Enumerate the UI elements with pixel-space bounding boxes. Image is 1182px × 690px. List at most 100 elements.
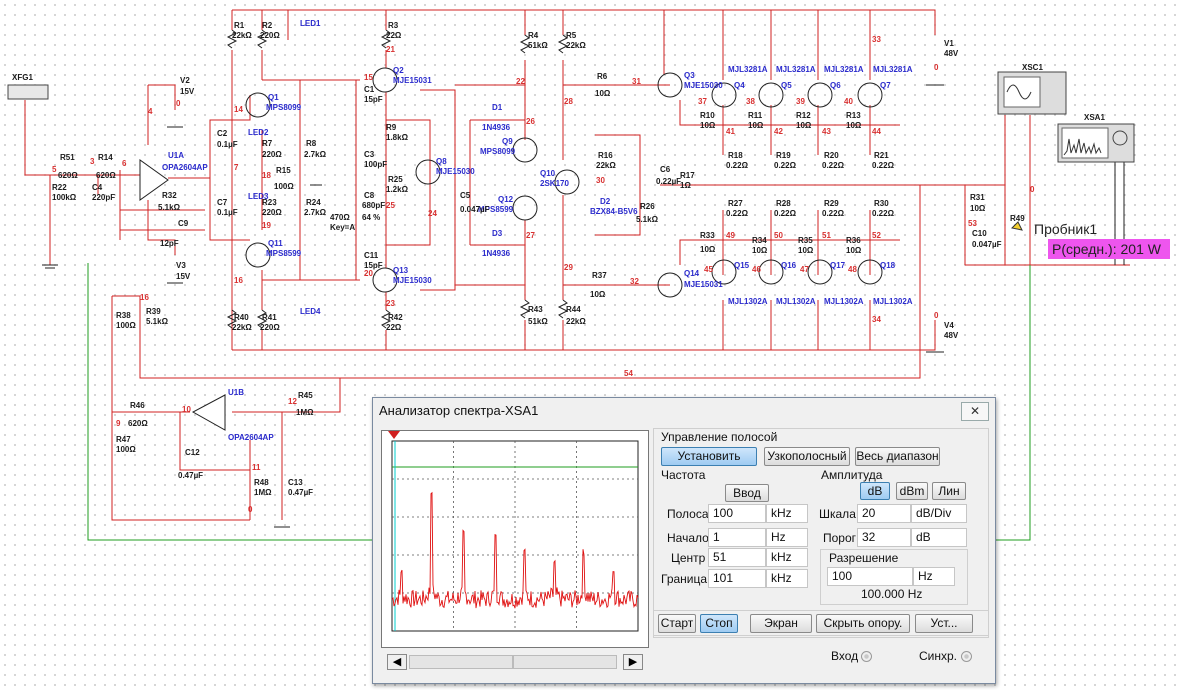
svg-text:R49: R49 [1010,214,1025,223]
scroll-track[interactable] [409,655,513,669]
threshold-label: Порог [823,531,857,545]
svg-text:10Ω: 10Ω [700,121,716,130]
svg-text:1.2kΩ: 1.2kΩ [386,185,409,194]
svg-text:5.1kΩ: 5.1kΩ [636,215,659,224]
freq-row-label: Граница [661,572,708,586]
svg-text:64 %: 64 % [362,213,380,222]
svg-text:10Ω: 10Ω [798,246,814,255]
center-freq-input[interactable]: 51 [708,548,766,567]
controls-panel [653,428,989,638]
scale-input[interactable]: 20 [857,504,911,523]
svg-text:XFG1: XFG1 [12,73,33,82]
svg-text:100kΩ: 100kΩ [52,193,77,202]
input-label: Вход [831,649,859,663]
probe-label: Пробник1 [1034,221,1098,237]
sync-terminal[interactable] [961,651,972,662]
db-button[interactable]: dB [860,482,890,500]
frequency-title: Частота [661,468,706,482]
hide-reference-button[interactable]: Скрыть опору. [816,614,910,633]
svg-text:0.47µF: 0.47µF [288,488,313,497]
svg-text:40: 40 [844,97,853,106]
svg-text:R12: R12 [796,111,811,120]
svg-text:C7: C7 [217,198,228,207]
svg-text:10Ω: 10Ω [595,89,611,98]
start-unit-select[interactable]: Hz [766,528,808,547]
svg-text:5: 5 [52,165,57,174]
svg-text:V2: V2 [180,76,190,85]
svg-text:R11: R11 [748,111,763,120]
svg-text:R8: R8 [306,139,317,148]
svg-text:10Ω: 10Ω [590,290,606,299]
svg-text:9: 9 [116,419,121,428]
svg-text:0.047µF: 0.047µF [972,240,1002,249]
start-freq-input[interactable]: 1 [708,528,766,547]
svg-text:C2: C2 [217,129,228,138]
spectrum-trace [391,491,639,609]
end-freq-input[interactable]: 101 [708,569,766,588]
svg-text:15pF: 15pF [364,261,383,270]
scroll-track-right[interactable] [513,655,617,669]
end-unit-select[interactable]: kHz [766,569,808,588]
linear-button[interactable]: Лин [932,482,966,500]
svg-text:R33: R33 [700,231,715,240]
svg-text:MJE15030: MJE15030 [393,276,432,285]
dbm-button[interactable]: dBm [896,482,928,500]
svg-text:R32: R32 [162,191,177,200]
svg-text:22Ω: 22Ω [386,323,402,332]
svg-text:R31: R31 [970,193,985,202]
center-unit-select[interactable]: kHz [766,548,808,567]
window-title: Анализатор спектра-XSA1 [379,403,539,418]
svg-text:15V: 15V [176,272,191,281]
set-button[interactable]: Установить [661,447,757,466]
scale-label: Шкала [819,507,856,521]
scroll-left-button[interactable]: ◀ [387,654,407,670]
svg-text:MPS8099: MPS8099 [266,103,302,112]
spectrum-display[interactable] [381,430,649,648]
full-range-button[interactable]: Весь диапазон [855,447,940,466]
resolution-input[interactable]: 100 [827,567,913,586]
threshold-input[interactable]: 32 [857,528,911,547]
svg-text:Q8: Q8 [436,157,447,166]
close-button[interactable]: ✕ [961,402,989,421]
svg-text:0.22Ω: 0.22Ω [822,209,845,218]
svg-text:MJL3281A: MJL3281A [776,65,816,74]
svg-text:10Ω: 10Ω [970,204,986,213]
svg-text:Q14: Q14 [684,269,700,278]
scale-unit-select[interactable]: dB/Div [911,504,967,523]
start-button[interactable]: Старт [658,614,696,633]
svg-text:52: 52 [872,231,881,240]
svg-text:15V: 15V [180,87,195,96]
svg-text:R17: R17 [680,171,695,180]
svg-text:620Ω: 620Ω [128,419,148,428]
svg-text:470Ω: 470Ω [330,213,350,222]
svg-text:0.22Ω: 0.22Ω [774,209,797,218]
scroll-right-button[interactable]: ▶ [623,654,643,670]
enter-button[interactable]: Ввод [725,484,769,502]
svg-text:0: 0 [176,99,181,108]
threshold-unit-select[interactable]: dB [911,528,967,547]
svg-text:C6: C6 [660,165,671,174]
span-unit-select[interactable]: kHz [766,504,808,523]
screen-button[interactable]: Экран [750,614,812,633]
settings-button[interactable]: Уст... [915,614,973,633]
input-terminal[interactable] [861,651,872,662]
stop-button[interactable]: Стоп [700,614,738,633]
svg-text:MJL3281A: MJL3281A [728,65,768,74]
svg-text:620Ω: 620Ω [96,171,116,180]
svg-text:2SK170: 2SK170 [540,179,569,188]
svg-text:R23: R23 [262,198,277,207]
spectrum-plot [388,431,639,632]
svg-text:10Ω: 10Ω [796,121,812,130]
svg-text:R47: R47 [116,435,131,444]
svg-text:21: 21 [386,45,395,54]
svg-text:R26: R26 [640,202,655,211]
narrowband-button[interactable]: Узкополосный [764,447,850,466]
svg-text:22kΩ: 22kΩ [232,323,252,332]
span-input[interactable]: 100 [708,504,766,523]
svg-text:0: 0 [248,505,253,514]
svg-text:32: 32 [630,277,639,286]
svg-text:39: 39 [796,97,805,106]
resolution-unit-select[interactable]: Hz [913,567,955,586]
svg-text:3: 3 [90,157,95,166]
